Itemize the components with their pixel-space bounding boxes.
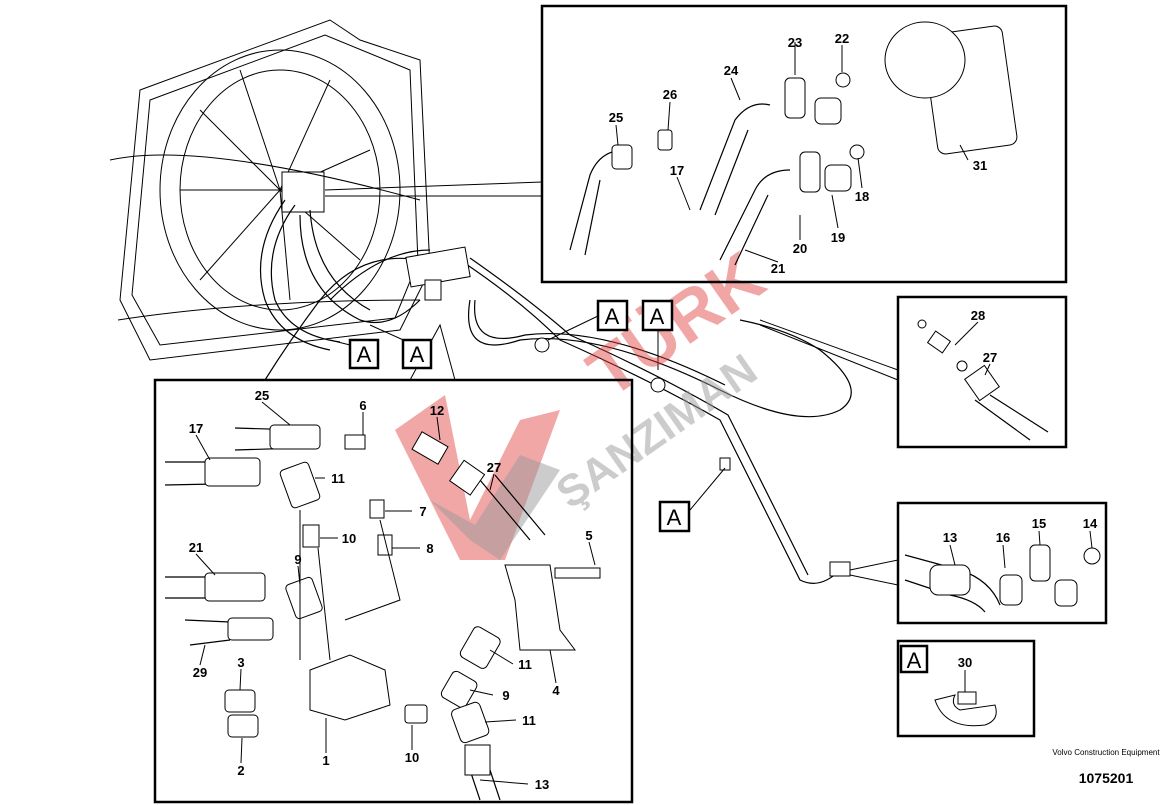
part-label: 15 [1032, 516, 1046, 531]
document-number: 1075201 [1078, 770, 1134, 786]
part-label: 17 [189, 421, 203, 436]
publisher-credit: Volvo Construction Equipment [1052, 748, 1160, 757]
hydraulic-hoses [259, 199, 852, 584]
part-label: 19 [831, 230, 845, 245]
watermark: TÜRK ŞANZIMAN [395, 237, 778, 560]
part-label: 10 [342, 531, 356, 546]
part-label: 29 [193, 665, 207, 680]
part-label: 27 [487, 460, 501, 475]
callout-a-label: A [667, 505, 682, 530]
part-label: 17 [670, 163, 684, 178]
radiator-fan-assembly [109, 19, 431, 361]
part-label: 30 [958, 655, 972, 670]
callout-a-label: A [650, 304, 665, 329]
part-label: 28 [971, 308, 985, 323]
part-label: 22 [835, 31, 849, 46]
part-label: 11 [331, 471, 345, 486]
part-label: 25 [255, 388, 269, 403]
inset-clip [896, 639, 1036, 738]
inset-valve-block [153, 378, 634, 804]
part-label: 11 [518, 657, 532, 672]
part-label: 21 [189, 540, 203, 555]
part-label: 7 [419, 504, 426, 519]
part-label: 13 [943, 530, 957, 545]
part-label: 26 [663, 87, 677, 102]
part-label: 9 [294, 552, 301, 567]
callout-a-label: A [357, 342, 372, 367]
callout-a-box [401, 338, 433, 370]
part-label: 2 [237, 763, 244, 778]
callout-a-box [596, 299, 629, 332]
part-label: 25 [609, 110, 623, 125]
part-label: 31 [973, 158, 987, 173]
part-label: 27 [983, 350, 997, 365]
part-label: 18 [855, 189, 869, 204]
part-label: 4 [552, 683, 560, 698]
part-label: 11 [522, 713, 536, 728]
callout-a-box [658, 500, 691, 533]
part-label: 21 [771, 261, 785, 276]
part-label: 12 [430, 403, 444, 418]
callout-a-label: A [410, 342, 425, 367]
clip-inset-a-label: A [907, 648, 922, 673]
part-label: 5 [585, 528, 592, 543]
part-label: 10 [405, 750, 419, 765]
part-label: 13 [535, 777, 549, 792]
part-label: 3 [237, 655, 244, 670]
callout-a-box [348, 338, 380, 370]
inset-motor-connection [540, 4, 1068, 284]
part-label: 14 [1083, 516, 1098, 531]
callout-a-markers: A A A A A A [348, 299, 922, 673]
callout-a-label: A [605, 304, 620, 329]
part-label: 20 [793, 241, 807, 256]
part-label: 24 [724, 63, 739, 78]
inset-adapter [896, 295, 1068, 449]
part-label: 8 [426, 541, 433, 556]
part-label: 16 [996, 530, 1010, 545]
part-label: 23 [788, 35, 802, 50]
part-label: 9 [502, 688, 509, 703]
part-label: 6 [359, 398, 366, 413]
callout-a-box [641, 299, 674, 332]
inset-flange [896, 501, 1108, 625]
part-label: 1 [322, 753, 329, 768]
part-labels: 23 22 24 26 25 17 18 31 19 20 21 28 27 1… [189, 31, 1098, 792]
